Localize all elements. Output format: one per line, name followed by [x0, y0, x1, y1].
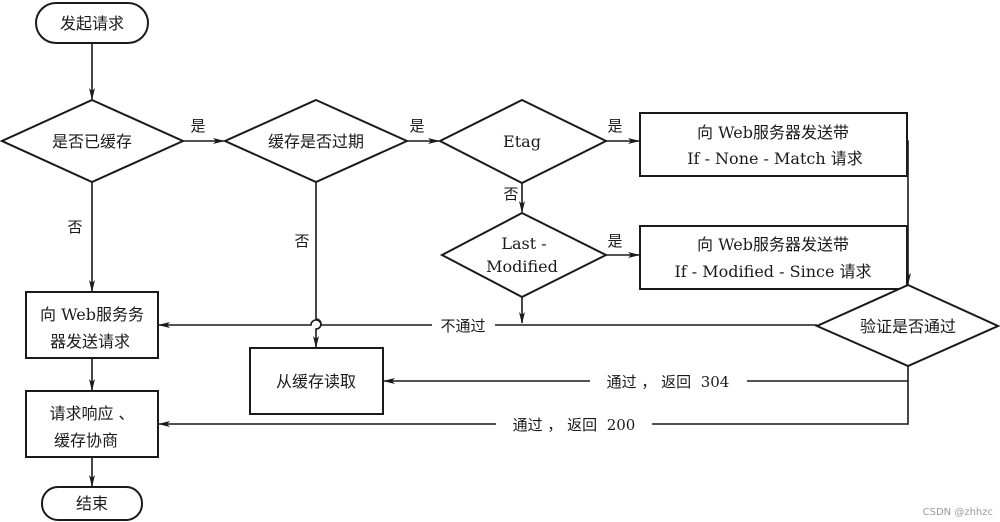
label-etag-yes: 是 — [607, 117, 622, 135]
label-cached-no: 否 — [67, 218, 82, 236]
node-read-cache: 从缓存读取 — [249, 347, 384, 415]
decision-shape — [0, 98, 186, 184]
label-lm-yes: 是 — [607, 232, 622, 250]
node-is-cached: 是否已缓存 — [0, 98, 186, 184]
etag-label: Etag — [503, 132, 541, 151]
process-shape — [639, 225, 908, 290]
start-label: 发起请求 — [60, 14, 124, 33]
label-etag-no: 否 — [503, 185, 518, 203]
edge-validate-200 — [159, 381, 909, 424]
label-validate-200: 通过 ， 返回 200 — [513, 416, 636, 434]
label-expired-no: 否 — [294, 232, 309, 250]
send-request-line-1: 向 Web服务务 — [40, 305, 144, 324]
process-shape — [639, 112, 908, 177]
response-line-2: 缓存协商 — [54, 431, 118, 450]
node-is-expired: 缓存是否过期 — [222, 98, 410, 184]
node-send-if-modified-since: 向 Web服务器发送带 If - Modified - Since 请求 — [639, 225, 908, 290]
send-request-line-2: 器发送请求 — [50, 332, 130, 351]
node-end: 结束 — [41, 486, 143, 521]
end-label: 结束 — [76, 494, 108, 513]
ims-line-2: If - Modified - Since 请求 — [674, 262, 871, 281]
decision-shape — [814, 283, 1000, 368]
process-shape — [25, 291, 159, 359]
terminator-shape — [41, 486, 143, 521]
decision-shape — [437, 98, 609, 185]
node-start: 发起请求 — [35, 2, 149, 44]
last-modified-line-1: Last - — [501, 234, 546, 253]
is-cached-label: 是否已缓存 — [52, 132, 132, 151]
validate-label: 验证是否通过 — [860, 317, 956, 336]
node-send-if-none-match: 向 Web服务器发送带 If - None - Match 请求 — [639, 112, 908, 177]
node-response: 请求响应 、 缓存协商 — [25, 390, 159, 458]
edges — [89, 43, 911, 487]
label-validate-fail: 不通过 — [440, 317, 485, 335]
inm-line-1: 向 Web服务器发送带 — [697, 123, 849, 142]
process-shape — [25, 390, 159, 458]
terminator-shape — [35, 2, 149, 44]
edge-validate-fail — [159, 320, 817, 325]
decision-shape — [439, 211, 609, 299]
ims-line-1: 向 Web服务器发送带 — [697, 235, 849, 254]
label-expired-yes: 是 — [409, 117, 424, 135]
label-cached-yes: 是 — [190, 117, 205, 135]
node-etag: Etag — [437, 98, 609, 185]
inm-line-2: If - None - Match 请求 — [687, 149, 863, 168]
read-cache-label: 从缓存读取 — [276, 372, 356, 391]
node-send-request: 向 Web服务务 器发送请求 — [25, 291, 159, 359]
response-line-1: 请求响应 、 — [49, 404, 134, 423]
decision-shape — [222, 98, 410, 184]
is-expired-label: 缓存是否过期 — [268, 132, 364, 151]
process-shape — [249, 347, 384, 415]
label-validate-304: 通过 ， 返回 304 — [607, 373, 730, 391]
edge-labels: 是 否 是 否 是 否 是 不通过 通过 ， 返回 304 通过 ， 返回 20… — [67, 117, 729, 434]
watermark: CSDN @zhhzc — [923, 507, 993, 518]
last-modified-line-2: Modified — [486, 257, 558, 276]
node-validate: 验证是否通过 — [814, 283, 1000, 368]
node-last-modified: Last - Modified — [439, 211, 609, 299]
